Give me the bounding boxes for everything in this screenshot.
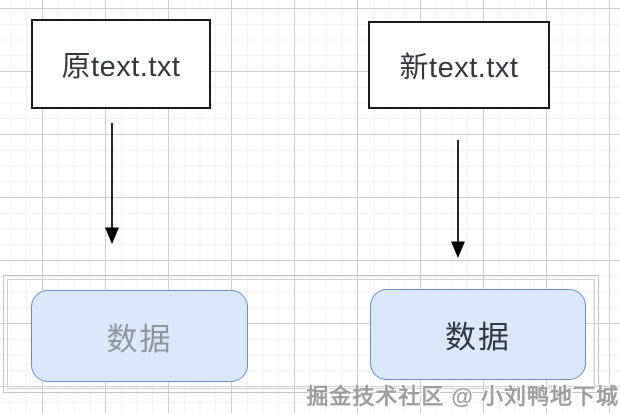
node-original-file: 原text.txt xyxy=(31,19,211,109)
node-data-right-label: 数据 xyxy=(445,320,511,355)
watermark: 掘金技术社区 @ 小刘鸭地下城 xyxy=(306,384,619,409)
node-data-left-label: 数据 xyxy=(106,321,173,357)
arrow-original-to-data xyxy=(105,123,119,244)
data-container xyxy=(3,275,599,393)
node-new-file-label: 新text.txt xyxy=(399,52,519,84)
node-data-right: 数据 xyxy=(370,289,586,380)
node-original-file-label: 原text.txt xyxy=(61,51,181,83)
data-container-inner-border xyxy=(7,279,595,389)
arrow-new-to-data xyxy=(451,140,465,258)
node-data-left: 数据 xyxy=(31,290,248,382)
node-new-file: 新text.txt xyxy=(368,21,550,109)
